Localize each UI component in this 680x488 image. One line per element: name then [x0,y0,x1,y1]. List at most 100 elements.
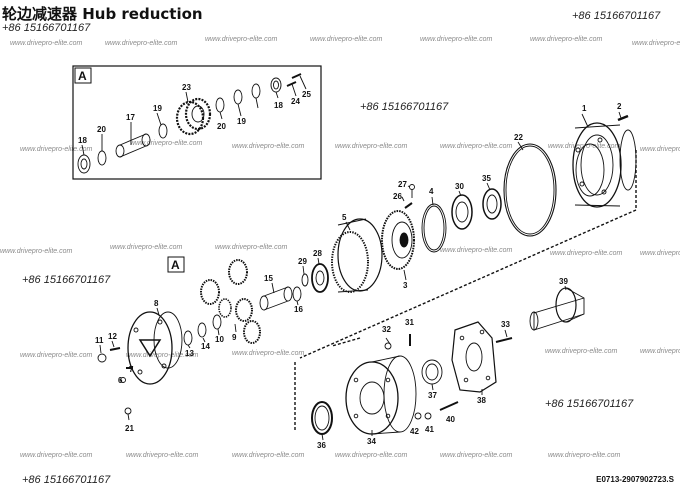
callout-label: 27 [398,180,407,189]
gear-carrier [381,210,415,270]
callout-label: 4 [429,187,434,196]
bolt-41 [424,412,432,420]
watermark-url: www.drivepro-elite.com [440,452,513,459]
callout-label: 5 [342,213,347,222]
watermark-url: www.drivepro-elite.com [548,452,621,459]
bolt-42 [414,412,422,420]
callout-label: 41 [425,425,434,434]
callout-label: 16 [294,305,303,314]
watermark-url: www.drivepro-elite.com [640,146,680,153]
spindle [529,287,585,331]
page-title: 轮边减速器 Hub reduction [2,5,203,23]
callout-label: 17 [126,113,135,122]
detail-box-label: A [78,69,87,83]
ring-gear [331,218,383,293]
watermark-url: www.drivepro-elite.com [640,348,680,355]
seal-36 [311,401,333,435]
watermark-url: www.drivepro-elite.com [232,452,305,459]
callout-label: 9 [232,333,237,342]
watermark-url: www.drivepro-elite.com [20,352,93,359]
ring-14 [197,322,207,338]
callout-label: 26 [393,192,402,201]
bearing-28 [311,263,329,293]
callout-label: 18 [274,101,283,110]
plug-6 [120,377,126,383]
watermark-url: www.drivepro-elite.com [0,248,73,255]
planet-gear [200,259,261,344]
bolt-33 [495,337,513,343]
bushing-16 [292,286,302,302]
detail-ring-20c [251,83,261,99]
watermark-url: www.drivepro-elite.com [640,250,680,257]
watermark-phone: +86 15166701167 [545,398,634,410]
detail-ring-19 [158,123,168,139]
document-code: E0713-2907902723.S [596,475,674,484]
callout-label: 14 [201,342,210,351]
watermark-url: www.drivepro-elite.com [420,36,493,43]
hub-housing [572,122,637,208]
callout-label: 24 [291,97,300,106]
plug-21 [124,407,132,421]
callout-label: 40 [446,415,455,424]
detail-box-label-frame [74,67,92,84]
detail-washer-18b [270,77,282,93]
callout-label: 11 [95,336,104,345]
callout-label: 31 [405,318,414,327]
detail-shaft-17 [115,133,151,158]
callout-label: 3 [403,281,408,290]
callout-label: 34 [367,437,376,446]
bolt-12 [109,347,121,351]
detail-washer-18 [77,154,91,174]
detail-ring-20 [97,150,107,166]
watermark-url: www.drivepro-elite.com [205,36,278,43]
callout-label: 28 [313,249,322,258]
callout-label: 32 [382,325,391,334]
watermark-url: www.drivepro-elite.com [232,143,305,150]
callout-label: 6 [118,376,123,385]
callout-label: 20 [217,122,226,131]
watermark-url: www.drivepro-elite.com [232,350,305,357]
callout-label: 2 [617,102,622,111]
seal-37 [421,359,443,385]
watermark-url: www.drivepro-elite.com [632,40,680,47]
large-o-ring [503,143,557,237]
watermark-url: www.drivepro-elite.com [530,36,603,43]
watermark-phone: +86 15166701167 [22,474,111,486]
watermark-url: www.drivepro-elite.com [310,36,383,43]
callout-label: 12 [108,332,117,341]
bolt-40 [439,401,459,411]
callout-label: 30 [455,182,464,191]
detail-ref-label: A [171,258,180,272]
watermark-url: www.drivepro-elite.com [10,40,83,47]
detail-ring-19b [233,89,243,105]
callout-label: 7 [129,365,134,374]
callout-label: 39 [559,277,568,286]
bolt-11 [97,353,107,363]
watermark-url: www.drivepro-elite.com [440,247,513,254]
callout-label: 19 [237,117,246,126]
callout-label: 15 [264,274,273,283]
callout-label: 22 [514,133,523,142]
watermark-phone: +86 15166701167 [2,22,91,34]
callout-label: 42 [410,427,419,436]
callout-label: 38 [477,396,486,405]
watermark-url: www.drivepro-elite.com [130,140,203,147]
pin-27 [409,184,415,198]
ring-13 [183,330,193,346]
watermark-url: www.drivepro-elite.com [545,348,618,355]
watermark-phone: +86 15166701167 [572,10,661,22]
watermark-url: www.drivepro-elite.com [20,146,93,153]
brake-drum [345,355,417,435]
ring-10 [212,314,222,330]
callout-label: 8 [154,299,159,308]
watermark-url: www.drivepro-elite.com [105,40,178,47]
callout-label: 33 [501,320,510,329]
watermark-url: www.drivepro-elite.com [335,143,408,150]
detail-box [72,65,322,180]
callout-label: 13 [185,349,194,358]
detail-gear-23 [175,97,212,136]
callout-label: 29 [298,257,307,266]
watermark-url: www.drivepro-elite.com [550,250,623,257]
